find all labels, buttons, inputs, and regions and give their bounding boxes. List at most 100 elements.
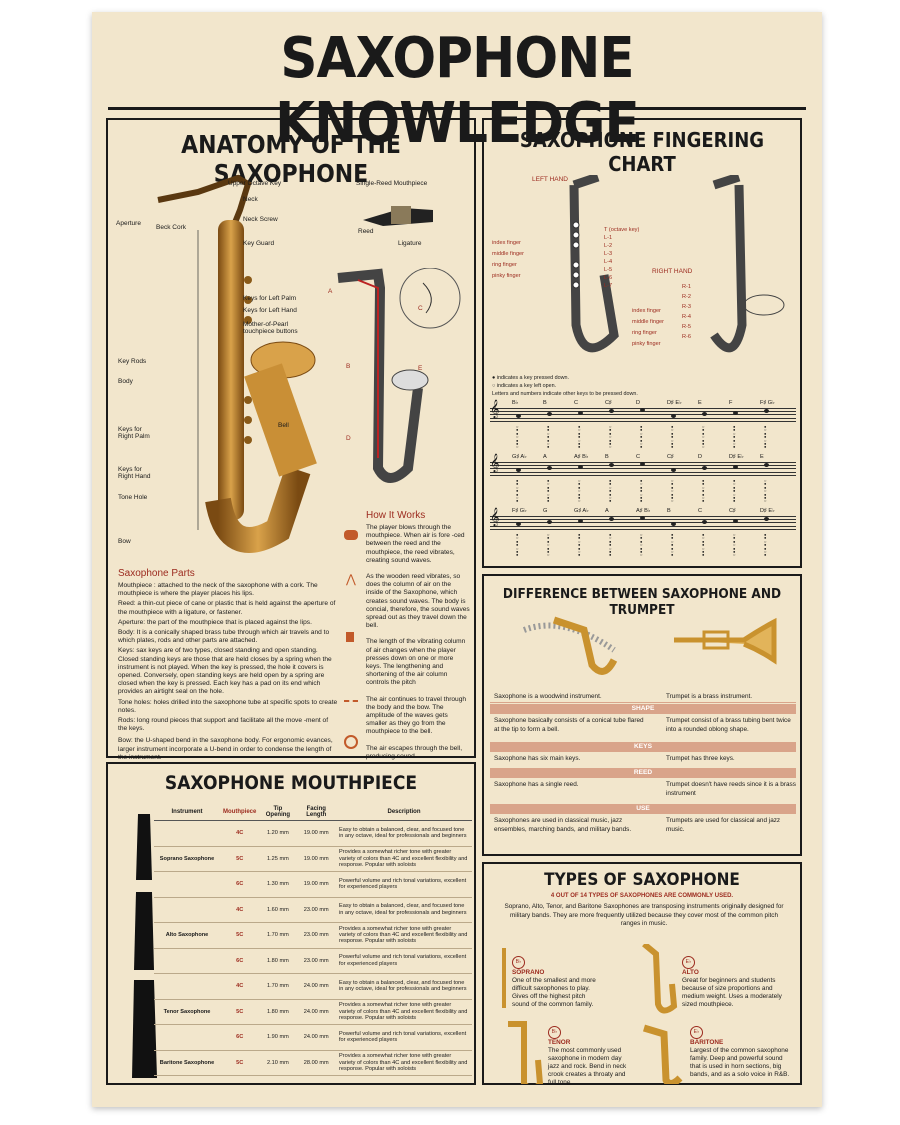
note-label: A♯ B♭ bbox=[574, 454, 589, 460]
blow-icon bbox=[344, 530, 358, 540]
mp-cell-facing: 23.00 mm bbox=[296, 922, 336, 949]
mp-cell-tip: 1.20 mm bbox=[259, 820, 297, 847]
mp-cell-facing: 28.00 mm bbox=[296, 1050, 336, 1076]
parts-heading: Saxophone Parts bbox=[118, 568, 195, 579]
how-step-4: The air continues to travel through the … bbox=[366, 695, 467, 736]
col-mouthpiece: Mouthpiece bbox=[220, 804, 260, 821]
fingering-dots: ●○●●○●● bbox=[578, 424, 581, 450]
diff-row-reed: Saxophone has a single reed. Trumpet doe… bbox=[490, 780, 796, 802]
note-label: F bbox=[729, 400, 733, 406]
label-tone-hole: Tone Hole bbox=[118, 494, 148, 501]
mp-cell-mouthpiece: 6C bbox=[220, 871, 260, 898]
mp-cell-facing: 23.00 mm bbox=[296, 948, 336, 974]
fingering-panel: SAXOPHONE FINGERING CHART LEFT HAND RIGH… bbox=[482, 118, 802, 568]
mp-cell-description: Provides a somewhat richer tone with gre… bbox=[336, 1050, 472, 1076]
types-title: TYPES OF SAXOPHONE bbox=[544, 870, 740, 890]
type-alto: ALTO Great for beginners and students be… bbox=[682, 969, 782, 1009]
type-soprano: SOPRANO One of the smallest and more dif… bbox=[512, 969, 602, 1009]
legend-pressed: ● indicates a key pressed down. bbox=[492, 375, 569, 381]
note-label: D♯ E♭ bbox=[760, 508, 775, 514]
lkey-l3: L-3 bbox=[604, 251, 613, 257]
rkey-r4: R-4 bbox=[682, 314, 692, 320]
mp-cell-mouthpiece: 5C bbox=[220, 999, 260, 1025]
diff-shape-trumpet: Trumpet consist of a brass tubing bent t… bbox=[666, 717, 791, 733]
diff-row-keys: Saxophone has six main keys. Trumpet has… bbox=[490, 754, 796, 766]
mp-cell-instrument bbox=[154, 948, 220, 974]
note-label: C♯ bbox=[605, 400, 612, 406]
mp-cell-facing: 24.00 mm bbox=[296, 973, 336, 1000]
fingering-dots: ●○●●○●● bbox=[764, 424, 767, 450]
note-head bbox=[609, 463, 614, 468]
mp-cell-instrument: Alto Saxophone bbox=[154, 922, 220, 949]
note-head bbox=[702, 412, 707, 417]
staff-line bbox=[490, 411, 796, 413]
mp-cell-facing: 24.00 mm bbox=[296, 999, 336, 1025]
difference-title: DIFFERENCE BETWEEN SAXOPHONE AND TRUMPET bbox=[502, 586, 782, 618]
type-baritone-name: BARITONE bbox=[690, 1039, 724, 1046]
note-head bbox=[516, 468, 521, 472]
mp-cell-description: Easy to obtain a balanced, clear, and fo… bbox=[336, 897, 472, 923]
label-bell: Bell bbox=[278, 422, 289, 429]
note-label: D bbox=[636, 400, 641, 406]
label-beck-cork: Beck Cork bbox=[156, 224, 186, 231]
note-label: C bbox=[698, 508, 703, 514]
mp-cell-mouthpiece: 4C bbox=[220, 973, 260, 1000]
note-head bbox=[609, 409, 614, 414]
lkey-t: T (octave key) bbox=[604, 227, 640, 233]
mp-cell-instrument: Soprano Saxophone bbox=[154, 846, 220, 872]
note-label: G bbox=[543, 508, 548, 514]
mp-cell-instrument bbox=[154, 897, 220, 923]
diff-intro-row: Saxophone is a woodwind instrument. Trum… bbox=[490, 692, 796, 703]
note-label: D♯ E♭ bbox=[667, 400, 682, 406]
saxophone-illustration bbox=[157, 174, 317, 553]
label-neck-screw: Neck Screw bbox=[243, 216, 278, 223]
rkey-r5: R-5 bbox=[682, 324, 692, 330]
diff-keys-sax: Saxophone has six main keys. bbox=[494, 755, 581, 762]
mp-cell-tip: 1.60 mm bbox=[259, 897, 297, 923]
fingering-legend: ● indicates a key pressed down. ○ indica… bbox=[492, 374, 638, 398]
fingering-dots: ●○●●○●● bbox=[671, 424, 674, 450]
note-label: E bbox=[698, 400, 702, 406]
fingering-dots: ○●●○●●○ bbox=[702, 424, 705, 450]
diff-intro-trumpet: Trumpet is a brass instrument. bbox=[666, 693, 753, 700]
mouthpiece-pictures bbox=[132, 814, 157, 1078]
page-title: SAXOPHONE KNOWLEDGE bbox=[275, 26, 640, 156]
part-body: Body: It is a conically shaped brass tub… bbox=[118, 629, 330, 645]
label-upper-octave-key: Upper Octave Key bbox=[228, 180, 282, 187]
staff-line bbox=[490, 465, 796, 467]
fingering-dots: ●●○●●○● bbox=[764, 532, 767, 558]
fingering-dots: ●○●●○●● bbox=[547, 478, 550, 504]
type-baritone: BARITONE Largest of the common saxophone… bbox=[690, 1039, 790, 1079]
title-rule bbox=[108, 107, 806, 110]
part-tone-holes: Tone holes: holes drilled into the saxop… bbox=[118, 698, 338, 714]
diff-intro-sax: Saxophone is a woodwind instrument. bbox=[494, 693, 602, 700]
saxophone-types-pictures bbox=[502, 944, 683, 1084]
right-hand-heading: RIGHT HAND bbox=[652, 268, 693, 275]
note-head bbox=[547, 520, 552, 525]
mp-cell-instrument bbox=[154, 973, 220, 1000]
fingering-dots: ○●●○●●○ bbox=[578, 478, 581, 504]
diff-reed-trumpet: Trumpet doesn't have reeds since it is a… bbox=[666, 781, 796, 797]
mouthpiece-table: Instrument Mouthpiece Tip Opening Facing… bbox=[154, 804, 472, 1076]
fingering-dots: ●○●●○●● bbox=[609, 532, 612, 558]
fingering-dots: ○●●○●●○ bbox=[640, 532, 643, 558]
label-reed: Reed bbox=[358, 228, 374, 235]
mp-cell-facing: 23.00 mm bbox=[296, 897, 336, 923]
fingering-dots: ●○●●○●● bbox=[733, 478, 736, 504]
poster: SAXOPHONE KNOWLEDGE ANATOMY OF THE SAXOP… bbox=[92, 12, 822, 1107]
label-body: Body bbox=[118, 378, 133, 385]
fingering-title: SAXOPHONE FINGERING CHART bbox=[519, 128, 765, 176]
fingering-dots: ●○●●○●● bbox=[516, 532, 519, 558]
part-mouthpiece: Mouthpiece : attached to the neck of the… bbox=[118, 582, 318, 598]
how-step-5: The air escapes through the bell, produc… bbox=[366, 744, 463, 760]
note-head bbox=[609, 517, 614, 522]
note-label: A bbox=[605, 508, 609, 514]
mouthpiece-illustration bbox=[363, 206, 433, 226]
rfinger-index: index finger bbox=[632, 308, 661, 314]
note-head bbox=[764, 463, 769, 468]
soprano-key-badge: B♭ bbox=[512, 956, 525, 969]
